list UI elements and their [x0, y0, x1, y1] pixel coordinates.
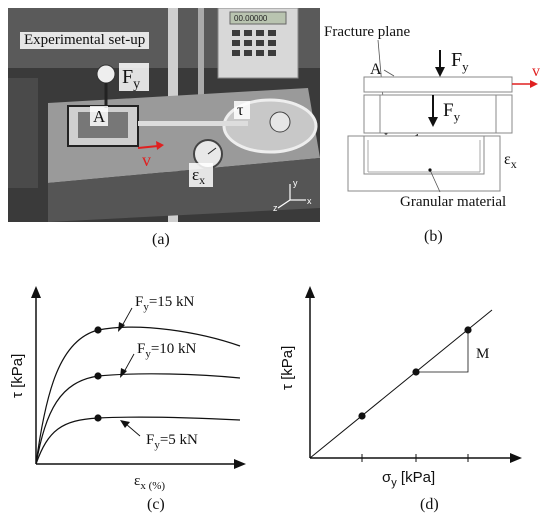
caption-d: (d): [420, 496, 439, 513]
chart-c-xlabel: εx (%): [134, 473, 165, 492]
chart-d-xlabel: σy [kPa]: [382, 469, 435, 489]
schematic-inner-force-label: Fy: [443, 100, 461, 124]
shear-box-schematic: Fracture plane A Fy v Fy τ εx Granular m…: [324, 24, 540, 210]
stress-strain-chart: τ [kPa] εx (%) Fy=15 kN Fy=10 kN Fy=5 kN: [9, 286, 246, 492]
curve-5kN: [35, 416, 241, 465]
chart-c-ylabel: τ [kPa]: [9, 354, 26, 398]
axis-x-label: x: [307, 196, 312, 206]
schematic-strain-label: εx: [504, 151, 517, 171]
fracture-plane-label: Fracture plane: [324, 24, 411, 40]
peak-point-5kN: [94, 414, 102, 422]
display-readout: 00.00000: [234, 14, 268, 23]
photo-velocity-label: v: [142, 150, 151, 170]
setup-photo-illustration: v Fy A εx τ y x z 00.00000: [8, 8, 320, 222]
curve-15kN-label: Fy=15 kN: [135, 294, 195, 313]
failure-envelope-chart: τ [kPa] σy [kPa] M: [279, 286, 522, 489]
slope-triangle: [416, 330, 469, 373]
peak-point-10kN: [94, 372, 102, 380]
peak-point-15kN: [94, 326, 102, 334]
axis-z-label: z: [273, 203, 278, 213]
coordinate-axes-icon: [277, 184, 306, 209]
chart-d-ylabel: τ [kPa]: [279, 346, 296, 390]
photo-strain-label: εx: [192, 165, 205, 187]
caption-c: (c): [147, 496, 165, 513]
schematic-velocity-label: v: [532, 63, 540, 80]
photo-force-label: Fy: [122, 66, 140, 92]
envelope-point-3: [464, 326, 472, 334]
photo-title: Experimental set-up: [20, 32, 150, 49]
photo-shear-label: τ: [237, 102, 244, 119]
photo-area-label: A: [93, 107, 106, 126]
schematic-area-label: A: [370, 61, 382, 78]
envelope-point-2: [412, 368, 420, 376]
curve-5kN-label: Fy=5 kN: [146, 432, 198, 451]
caption-a: (a): [152, 231, 170, 248]
curve-10kN-label: Fy=10 kN: [137, 341, 197, 360]
experimental-setup-photo: v Fy A εx τ y x z 00.00000 Experimental …: [8, 8, 320, 222]
granular-material-label: Granular material: [400, 194, 506, 210]
envelope-point-1: [358, 412, 366, 420]
caption-b: (b): [424, 228, 443, 245]
schematic-top-force-label: Fy: [451, 49, 469, 74]
failure-envelope-line: [309, 309, 493, 459]
slope-label: M: [476, 346, 489, 362]
axis-y-label: y: [293, 178, 298, 188]
